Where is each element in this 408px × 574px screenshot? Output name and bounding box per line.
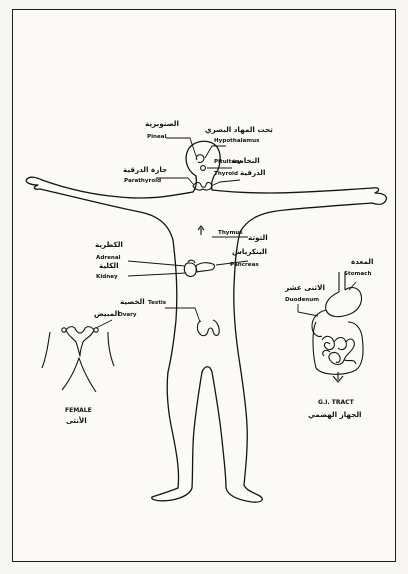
right-arm-lower (240, 203, 372, 232)
left-leg-inner (192, 372, 202, 488)
caption-gi-tract-ar: الجهاز الهضمي (308, 410, 362, 419)
label-ovary-ar: المبيض (94, 309, 120, 318)
leader-stomach (349, 282, 356, 290)
leader-thyroid (211, 180, 240, 186)
leader-kidney (128, 273, 186, 276)
left-arm-upper (27, 177, 193, 198)
leader-parathyroid (156, 178, 194, 185)
uterus-organ (66, 327, 94, 356)
right-arm-upper (212, 188, 373, 193)
small-intestine (322, 336, 356, 364)
left-arm-lower (40, 189, 173, 240)
right-foot (226, 485, 262, 502)
label-thymus-en: Thymus (218, 230, 243, 236)
right-leg-inner (212, 372, 226, 488)
label-parathyroid-en: Parathyroid (124, 178, 161, 184)
pancreas-organ (196, 263, 214, 272)
leader-hypothalamus (205, 146, 226, 158)
left-torso (168, 240, 177, 372)
label-hypothalamus-ar: تحت المهاد البصري (205, 125, 273, 134)
leader-ovary (96, 320, 112, 328)
duodenum-organ (312, 310, 326, 337)
label-kidney-en: Kidney (96, 274, 118, 280)
label-pancreas-en: Pancreas (230, 262, 259, 268)
left-hand (26, 179, 40, 189)
labels: الصنوبرية Pineal تحت المهاد البصري Hypot… (65, 119, 373, 425)
caption-female-ar: الأنثى (66, 416, 87, 425)
label-thyroid-ar: الدرقية (240, 168, 265, 177)
leader-testis (165, 308, 200, 322)
female-hip-left (42, 332, 50, 368)
label-duodenum-en: Duodenum (285, 297, 319, 303)
body-outline (26, 141, 386, 502)
female-legs (62, 358, 96, 392)
leader-adrenal (128, 261, 185, 266)
label-stomach-en: Stomach (344, 271, 371, 277)
testis-organ (197, 320, 219, 336)
rectum (333, 372, 343, 382)
label-kidney-ar: الكلية (99, 261, 119, 270)
label-thymus-ar: التوتة (248, 233, 268, 242)
label-adrenal-ar: الكظرية (95, 240, 123, 249)
leader-duodenum (298, 304, 318, 316)
organs (184, 155, 219, 336)
adrenal-kidney (184, 260, 196, 276)
label-pituitary-en: Pituitary (214, 159, 242, 165)
pineal-gland (196, 155, 204, 163)
female-hip-right (108, 332, 114, 366)
label-pineal-en: Pineal (147, 134, 167, 140)
crotch (202, 367, 212, 372)
stomach-organ (326, 288, 362, 317)
label-stomach-ar: المعدة (351, 257, 373, 266)
label-hypothalamus-en: Hypothalamus (214, 138, 260, 144)
label-duodenum-ar: الاثنى عشر (284, 283, 325, 292)
left-leg-outer (167, 372, 178, 488)
right-leg-outer (240, 365, 247, 485)
right-hand (372, 188, 386, 204)
caption-gi-tract-en: G.I. TRACT (318, 399, 355, 406)
left-foot (152, 488, 192, 501)
thymus-gland (198, 226, 204, 235)
label-ovary-en: Ovary (118, 312, 137, 318)
label-testis-en: Testis (148, 300, 167, 306)
female-drawing (42, 327, 114, 392)
caption-female-en: FEMALE (65, 407, 92, 414)
label-parathyroid-ar: جارة الدرقية (123, 165, 167, 174)
label-pancreas-ar: البنكرياس (232, 247, 267, 256)
pituitary-gland (201, 166, 206, 171)
label-thyroid-en: Thyroid (214, 171, 238, 177)
label-pineal-ar: الصنوبرية (145, 119, 179, 128)
leader-pineal (166, 138, 196, 156)
label-testis-ar: الخصية (120, 297, 145, 306)
